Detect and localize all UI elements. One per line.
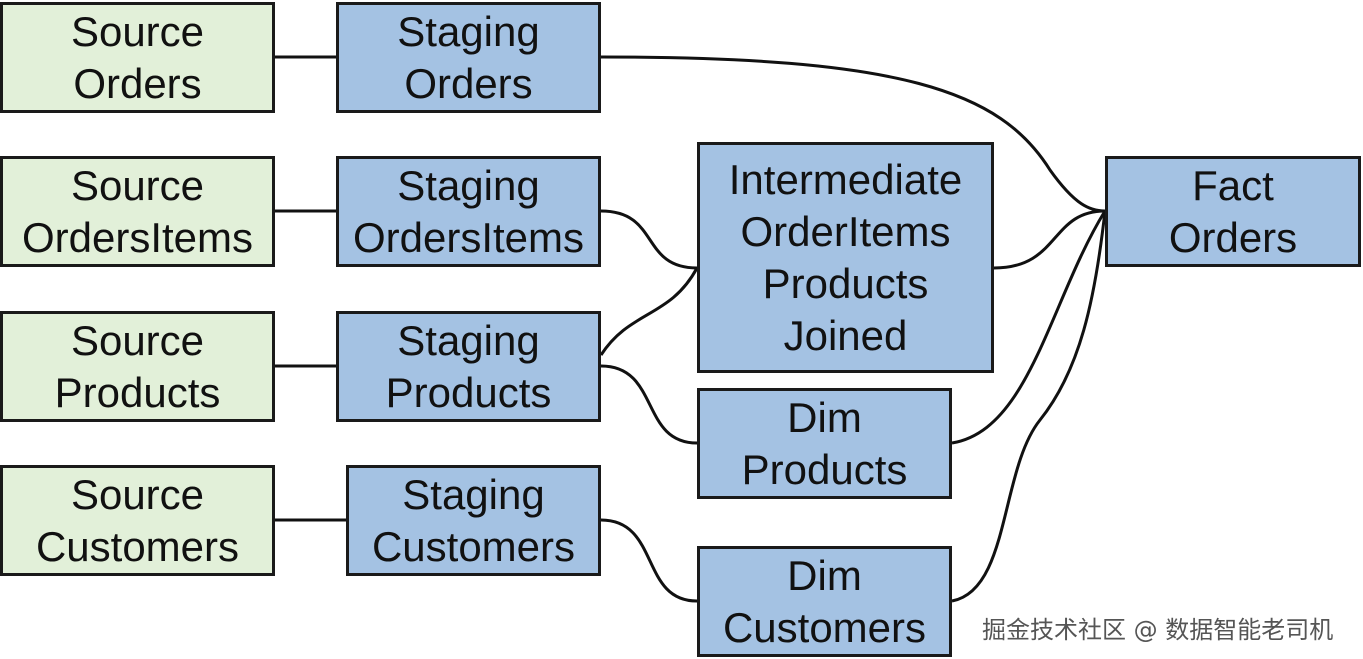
node-label-line: Products bbox=[762, 259, 929, 307]
node-label-line: Dim bbox=[787, 551, 862, 599]
edge-staging-orders-items-to-intermediate bbox=[600, 209, 698, 270]
node-label-line: OrdersItems bbox=[21, 213, 254, 261]
node-label-line: Staging bbox=[397, 7, 540, 55]
node-label-line: Source bbox=[70, 161, 205, 209]
edge-staging-products-to-dim-products bbox=[600, 364, 698, 445]
node-label-line: Products bbox=[385, 368, 552, 416]
node-staging-orders-items: Staging OrdersItems bbox=[336, 156, 601, 267]
node-label-line: Customers bbox=[35, 522, 240, 570]
node-dim-customers: Dim Customers bbox=[697, 546, 952, 657]
edge-intermediate-to-fact-orders bbox=[993, 209, 1106, 270]
node-label-line: Fact bbox=[1192, 161, 1274, 209]
node-label-line: OrdersItems bbox=[352, 213, 585, 261]
node-label-line: Orders bbox=[404, 59, 533, 107]
node-label-line: Staging bbox=[402, 470, 545, 518]
node-fact-orders: Fact Orders bbox=[1105, 156, 1361, 267]
edge-staging-customers-to-dim-customers bbox=[600, 518, 698, 603]
node-label-line: Customers bbox=[371, 522, 576, 570]
node-source-customers: Source Customers bbox=[0, 465, 275, 576]
node-staging-products: Staging Products bbox=[336, 311, 601, 422]
node-label-line: Products bbox=[54, 368, 221, 416]
watermark-text: 掘金技术社区 @ 数据智能老司机 bbox=[982, 616, 1334, 644]
edge-staging-orders-to-fact-orders bbox=[600, 55, 1106, 213]
node-intermediate-orderitems-products-joined: Intermediate OrderItems Products Joined bbox=[697, 142, 994, 373]
node-label-line: Joined bbox=[783, 311, 908, 359]
node-staging-customers: Staging Customers bbox=[346, 465, 601, 576]
node-label-line: Products bbox=[741, 445, 908, 493]
node-label-line: Source bbox=[70, 316, 205, 364]
node-label-line: Source bbox=[70, 470, 205, 518]
node-label-line: Intermediate bbox=[728, 155, 963, 203]
node-source-products: Source Products bbox=[0, 311, 275, 422]
node-label-line: Orders bbox=[1168, 213, 1298, 261]
edge-dim-products-to-fact-orders bbox=[951, 210, 1107, 445]
edge-staging-products-to-intermediate bbox=[599, 267, 699, 356]
node-label-line: Source bbox=[70, 7, 205, 55]
node-label-line: Dim bbox=[787, 393, 862, 441]
node-source-orders: Source Orders bbox=[0, 2, 275, 113]
node-label-line: Staging bbox=[397, 161, 540, 209]
node-source-orders-items: Source OrdersItems bbox=[0, 156, 275, 267]
edge-dim-customers-to-fact-orders bbox=[951, 210, 1107, 603]
node-label-line: Staging bbox=[397, 316, 540, 364]
node-staging-orders: Staging Orders bbox=[336, 2, 601, 113]
node-label-line: Customers bbox=[722, 603, 927, 651]
node-label-line: Orders bbox=[73, 59, 202, 107]
node-dim-products: Dim Products bbox=[697, 388, 952, 499]
node-label-line: OrderItems bbox=[740, 207, 951, 255]
